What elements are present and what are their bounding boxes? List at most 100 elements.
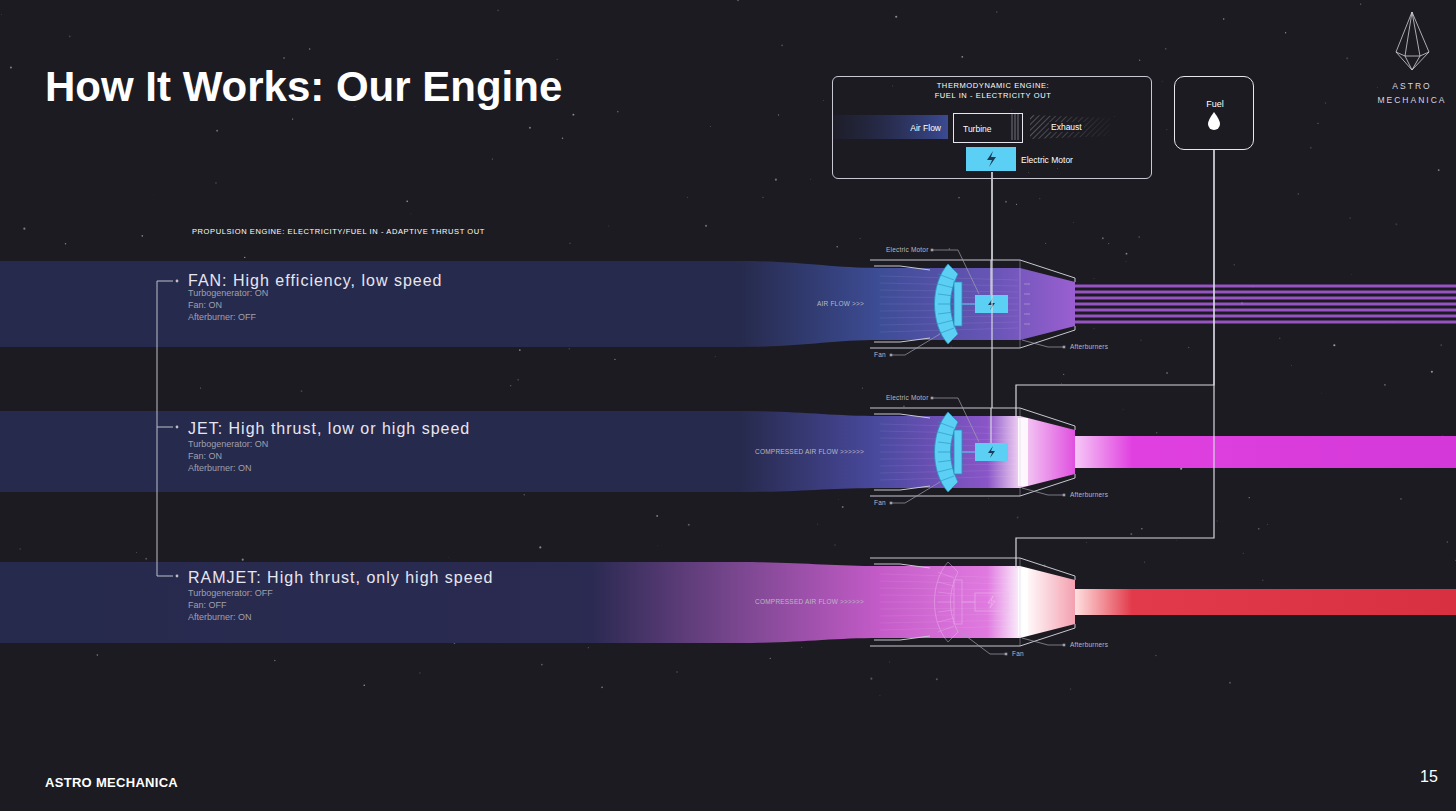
lightning-symbol [988, 446, 995, 458]
status-line: Turbogenerator: OFF [188, 588, 273, 599]
star [836, 246, 838, 248]
star [141, 235, 143, 237]
star [714, 356, 716, 358]
electric-motor-box: Electric Motor [967, 148, 1017, 172]
leader-line [958, 630, 1006, 654]
star [1395, 223, 1397, 225]
star [842, 506, 844, 508]
star [775, 179, 777, 181]
leader-line [1022, 340, 1064, 347]
star [608, 225, 610, 227]
status-line: Afterburner: OFF [188, 312, 256, 323]
part-label: Fuel [1175, 99, 1255, 110]
star [838, 498, 840, 500]
mode-band [0, 411, 740, 492]
star [301, 390, 303, 392]
star [1455, 560, 1456, 561]
part-label: Electric Motor [1021, 155, 1073, 165]
star [614, 359, 615, 360]
motor-symbol [975, 443, 1008, 461]
part-label: Electric Motor [886, 246, 929, 254]
star [889, 661, 891, 663]
fan-rotor [935, 562, 963, 642]
star [216, 130, 218, 132]
slide-title: How It Works: Our Engine [45, 64, 562, 110]
star [176, 114, 178, 116]
propulsion-engine: COMPRESSED AIR FLOW >>>>>>FanAfterburner… [870, 558, 1075, 646]
fuel-wire [1015, 558, 1016, 568]
star [1216, 520, 1217, 521]
star [1258, 528, 1260, 530]
propulsion-engine: Electric MotorAIR FLOW >>>FanAfterburner… [870, 260, 1075, 348]
star [23, 228, 25, 230]
star [1126, 253, 1128, 255]
fan-hub [954, 430, 962, 474]
turbine-hatch [1012, 114, 1013, 140]
star [879, 695, 880, 696]
star [1188, 347, 1189, 348]
afterburner-mark [1024, 324, 1030, 325]
star [1093, 328, 1095, 330]
star [1234, 264, 1235, 265]
star [1361, 545, 1363, 547]
star [823, 100, 825, 102]
star [569, 242, 571, 244]
star [895, 16, 897, 18]
exhaust-stripe [1075, 308, 1456, 311]
mode-heading: JET: High thrust, low or high speed [188, 419, 470, 438]
footer-brand: ASTRO MECHANICA [45, 775, 178, 791]
bracket-spine [157, 281, 158, 576]
star [770, 658, 771, 659]
part-label: AIR FLOW >>> [817, 300, 864, 308]
star [801, 647, 803, 649]
star [1223, 18, 1224, 19]
power-wire [990, 408, 991, 443]
star [1384, 384, 1386, 386]
star [601, 686, 603, 688]
lightning-symbol [988, 596, 995, 608]
bracket-tick [157, 427, 173, 428]
star [862, 387, 863, 388]
star [810, 178, 812, 180]
star [1310, 147, 1312, 149]
leader-line [932, 398, 979, 442]
fuel-wire [1015, 408, 1016, 418]
afterburner-flame [1018, 418, 1028, 486]
intake-flow [740, 411, 880, 492]
star [419, 672, 421, 674]
star [705, 225, 707, 227]
mode-bracket [157, 280, 178, 578]
bracket-dot [176, 280, 179, 283]
part-label: Fan [874, 499, 886, 507]
turbine-box: Turbine [953, 113, 1023, 143]
part-label: COMPRESSED AIR FLOW >>>>>> [755, 448, 864, 456]
star [870, 678, 872, 680]
star [411, 213, 412, 214]
leader-dot [931, 397, 934, 400]
part-label: Afterburners [1070, 491, 1108, 499]
star [363, 684, 365, 686]
turbine-hatch [1015, 114, 1016, 140]
bracket-dot [176, 426, 179, 429]
star [200, 387, 201, 388]
star [1156, 432, 1157, 433]
engine-housing [870, 260, 1075, 348]
leader-dot [931, 249, 934, 252]
shaft [962, 304, 975, 305]
afterburner-plane [1020, 558, 1021, 646]
star [569, 348, 570, 349]
blade-edge [938, 602, 954, 603]
afterburner-flame [1018, 568, 1028, 636]
leader-dot [1063, 346, 1066, 349]
star [1248, 497, 1249, 498]
star [1166, 372, 1168, 374]
part-label: Electric Motor [886, 394, 929, 402]
status-line: Turbogenerator: ON [188, 288, 268, 299]
motor-fill [966, 147, 1016, 171]
power-wire [991, 172, 992, 408]
blade-edge [938, 468, 954, 472]
star [656, 515, 658, 517]
shaft [962, 602, 975, 603]
thermodynamic-engine-box: THERMODYNAMIC ENGINE: FUEL IN - ELECTRIC… [832, 76, 1152, 179]
